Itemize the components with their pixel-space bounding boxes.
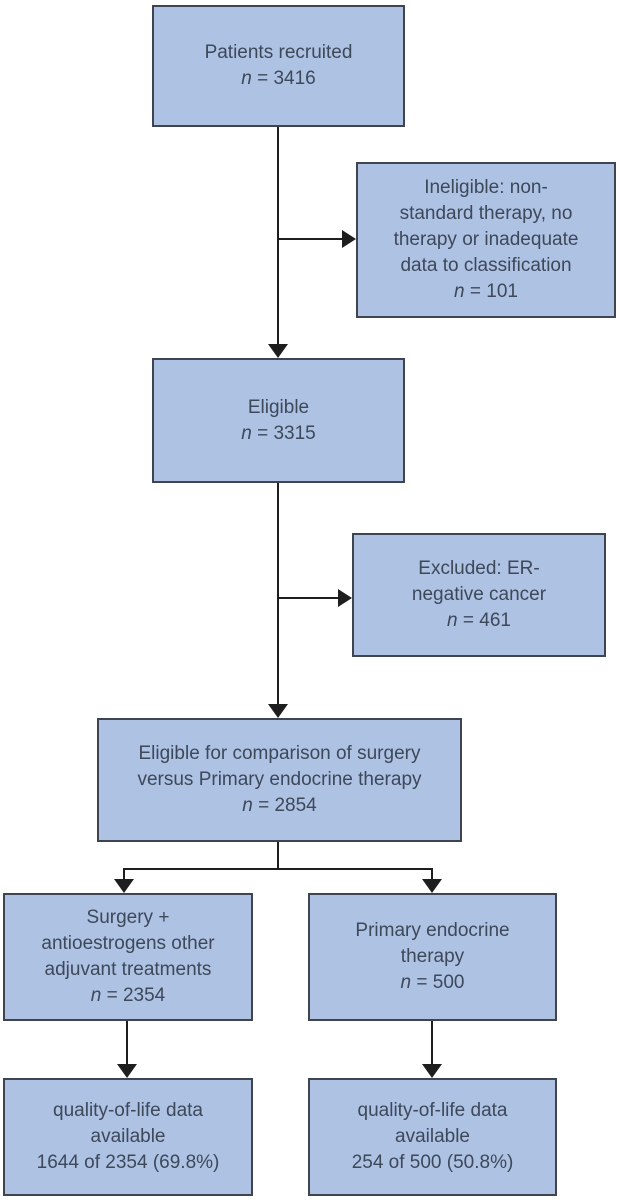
n-value: = 461 (462, 610, 511, 631)
box-label: Surgery + antioestrogens other adjuvant … (41, 907, 215, 980)
n-value: = 3315 (257, 422, 316, 444)
connector-endocrine-qol (431, 1021, 433, 1065)
arrowhead-right-icon (342, 230, 356, 248)
connector-branch-ineligible (278, 238, 344, 240)
box-eligible-for-comparison: Eligible for comparison of surgery versu… (97, 718, 462, 842)
n-value: = 500 (416, 972, 465, 993)
connector-split-left-drop (123, 868, 125, 880)
box-n-line: n = 2854 (242, 793, 317, 819)
n-symbol: n (242, 795, 253, 816)
n-symbol: n (454, 281, 465, 302)
box-label: Eligible (247, 396, 310, 418)
n-symbol: n (90, 985, 102, 1006)
box-label: Excluded: ER- negative cancer (411, 558, 547, 605)
box-n-line: n = 461 (447, 608, 511, 634)
box-ineligible: Ineligible: non- standard therapy, no th… (356, 162, 616, 318)
box-primary-endocrine-therapy: Primary endocrine therapy n = 500 (308, 893, 557, 1021)
box-qol-data-surgery: quality-of-life data available 1644 of 2… (3, 1078, 253, 1196)
n-value: = 101 (469, 281, 518, 302)
n-symbol: n (400, 972, 412, 993)
arrowhead-down-icon (422, 1064, 442, 1078)
box-n-line: n = 2354 (91, 983, 166, 1009)
connector-branch-excluded (278, 597, 338, 599)
box-excluded-er-negative: Excluded: ER- negative cancer n = 461 (352, 533, 606, 657)
arrowhead-right-icon (338, 589, 352, 607)
connector-comparison-split (277, 842, 279, 870)
n-symbol: n (241, 68, 252, 89)
box-label: quality-of-life data available 1644 of 2… (36, 1100, 220, 1173)
box-n-line: n = 101 (454, 279, 518, 305)
box-surgery-antioestrogens: Surgery + antioestrogens other adjuvant … (3, 893, 253, 1021)
n-value: = 2854 (258, 795, 317, 816)
arrowhead-down-icon (268, 344, 288, 358)
n-symbol: n (241, 422, 252, 444)
box-label: Eligible for comparison of surgery versu… (137, 743, 422, 790)
connector-recruited-eligible (277, 127, 279, 345)
box-eligible: Eligible n = 3315 (152, 358, 405, 483)
box-qol-data-endocrine: quality-of-life data available 254 of 50… (308, 1078, 557, 1196)
box-n-line: n = 3416 (241, 66, 316, 92)
connector-split-horizontal (123, 868, 433, 870)
arrowhead-down-icon (114, 879, 134, 893)
box-n-line: n = 3315 (241, 421, 316, 447)
box-n-line: n = 500 (401, 970, 465, 996)
connector-split-right-drop (431, 868, 433, 880)
box-label: Primary endocrine therapy (355, 920, 510, 967)
connector-surgery-qol (126, 1021, 128, 1065)
arrowhead-down-icon (117, 1064, 137, 1078)
n-value: = 3416 (257, 68, 316, 89)
box-label: quality-of-life data available 254 of 50… (351, 1100, 514, 1173)
arrowhead-down-icon (422, 879, 442, 893)
n-value: = 2354 (106, 985, 166, 1006)
arrowhead-down-icon (268, 704, 288, 718)
box-patients-recruited: Patients recruited n = 3416 (152, 5, 405, 127)
box-label: Patients recruited (204, 42, 353, 63)
n-symbol: n (447, 610, 458, 631)
box-label: Ineligible: non- standard therapy, no th… (393, 177, 579, 276)
connector-eligible-comparison (277, 483, 279, 704)
